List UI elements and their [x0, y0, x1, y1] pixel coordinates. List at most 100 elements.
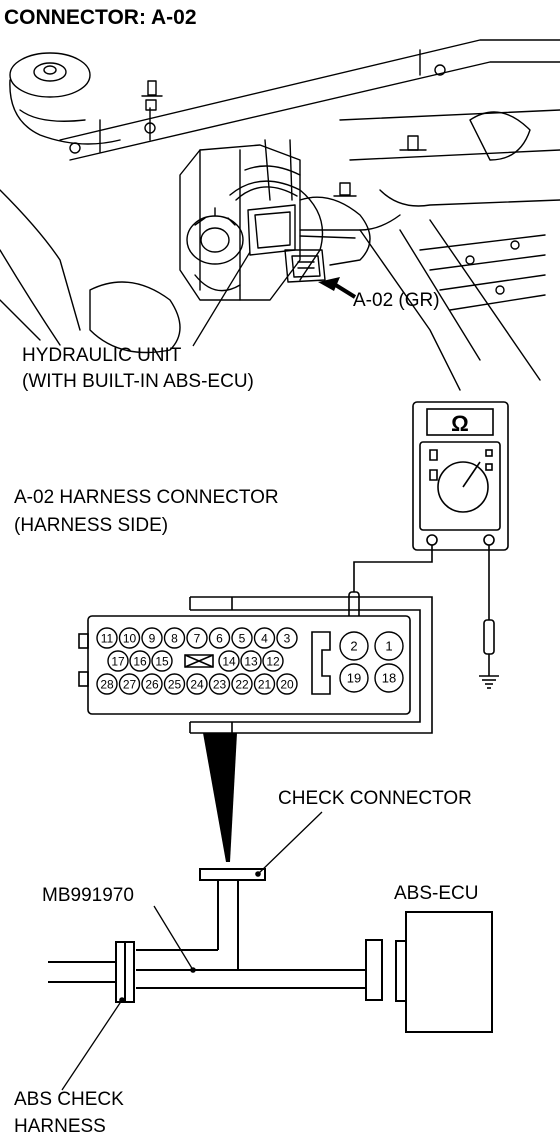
connector-pin-17: [107, 650, 129, 672]
tool-number-label: MB991970: [42, 885, 134, 906]
connector-pin-6: [208, 627, 231, 649]
connector-pin-number: 26: [145, 677, 159, 691]
connector-pin-25: [163, 673, 186, 695]
connector-pin-15: [151, 650, 173, 672]
connection-wedge: [203, 733, 237, 862]
connector-arrow: [318, 277, 357, 299]
vehicle-harness: [48, 961, 116, 983]
abs-ecu-label: ABS-ECU: [394, 883, 479, 904]
connector-pin-number: 4: [261, 631, 268, 645]
connector-pin-2: [339, 631, 369, 661]
connector-pin-number: 17: [111, 654, 125, 668]
connector-pin-number: 3: [284, 631, 291, 645]
connector-pin-12: [262, 650, 284, 672]
connector-pin-number: 2: [350, 639, 357, 654]
meter-display: [426, 408, 494, 436]
connector-pin-number: 21: [258, 677, 272, 691]
engine-block: [299, 109, 560, 391]
hydraulic-unit-label: HYDRAULIC UNIT: [22, 345, 182, 366]
abs-ecu-box: [405, 911, 493, 1033]
connector-pin-19: [339, 663, 369, 693]
connector-pin-5: [231, 627, 253, 649]
check-harness-branch: [217, 880, 239, 970]
connector-pin-10: [118, 627, 141, 649]
harness-side-label: (HARNESS SIDE): [14, 515, 169, 536]
check-harness-trunk: [136, 949, 366, 989]
wheel-house: [0, 189, 181, 354]
connector-pin-13: [240, 650, 262, 672]
abs-check-harness-label-2: HARNESS: [14, 1116, 106, 1137]
meter-indicator-icon: [485, 449, 493, 457]
connector-pin-number: 1: [385, 639, 392, 654]
range-switch-icon: [429, 449, 438, 461]
strut-brace: [59, 39, 560, 161]
meter-case: [412, 401, 509, 551]
unit-connector: [284, 249, 326, 283]
tool-number-leader: [153, 905, 194, 971]
meter-dial: [437, 461, 489, 513]
page-title: CONNECTOR: A-02: [4, 6, 197, 29]
connector-pin-7: [186, 627, 208, 649]
connector-pin-4: [253, 627, 276, 649]
connector-pin-number: 24: [190, 677, 204, 691]
connector-pin-22: [231, 673, 253, 695]
check-connector-leader: [257, 811, 323, 875]
connector-pin-number: 18: [382, 671, 396, 686]
connector-frame: [190, 596, 433, 734]
range-switch-icon: [429, 469, 438, 481]
abs-check-harness-leader: [61, 999, 123, 1091]
connector-latch: [78, 633, 89, 649]
connector-pin-23: [208, 673, 231, 695]
connector-pin-26: [141, 673, 163, 695]
check-connector-label: CHECK CONNECTOR: [278, 788, 472, 809]
connector-pin-number: 16: [133, 654, 147, 668]
connector-key-slot: [311, 631, 331, 695]
harness-connector-label: A-02 HARNESS CONNECTOR: [14, 487, 279, 508]
connector-pin-21: [253, 673, 276, 695]
connector-pin-number: 19: [347, 671, 361, 686]
connector-pin-16: [129, 650, 151, 672]
connector-latch: [78, 671, 89, 687]
connector-pin-20: [276, 673, 298, 695]
connector-pin-14: [218, 650, 240, 672]
abs-check-harness-label: ABS CHECK: [14, 1089, 124, 1110]
abs-ecu-connector: [395, 940, 407, 1002]
connector-pin-28: [96, 673, 118, 695]
connector-pin-number: 12: [266, 654, 280, 668]
connector-pin-number: 7: [194, 631, 201, 645]
brace-bolts: [141, 80, 427, 197]
connector-pin-8: [163, 627, 186, 649]
ohm-symbol: Ω: [451, 411, 469, 436]
connector-pin-1: [374, 631, 404, 661]
harness-right-plug: [365, 939, 383, 1001]
connector-pin-number: 22: [235, 677, 249, 691]
connector-pin-9: [141, 627, 163, 649]
connector-pin-24: [186, 673, 208, 695]
unit-leader-line: [192, 251, 251, 347]
connector-pin-3: [276, 627, 298, 649]
connector-pin-number: 6: [216, 631, 223, 645]
connector-pin-number: 8: [171, 631, 178, 645]
connector-pin-number: 20: [280, 677, 294, 691]
connector-pin-number: 9: [149, 631, 156, 645]
hydraulic-unit-body: [179, 144, 301, 301]
meter-indicator-icon: [485, 463, 493, 471]
connector-pin-number: 14: [222, 654, 236, 668]
connector-pin-number: 5: [239, 631, 246, 645]
test-lead: [353, 545, 433, 592]
connector-pin-number: 25: [168, 677, 182, 691]
hydraulic-unit-sublabel: (WITH BUILT-IN ABS-ECU): [22, 371, 254, 392]
connector-pin-number: 27: [123, 677, 137, 691]
connector-pin-18: [374, 663, 404, 693]
meter-panel: [419, 441, 501, 531]
strut-tower: [9, 52, 121, 145]
check-connector: [199, 868, 266, 881]
connector-pin-number: 11: [101, 631, 114, 645]
connector-pin-number: 23: [213, 677, 227, 691]
